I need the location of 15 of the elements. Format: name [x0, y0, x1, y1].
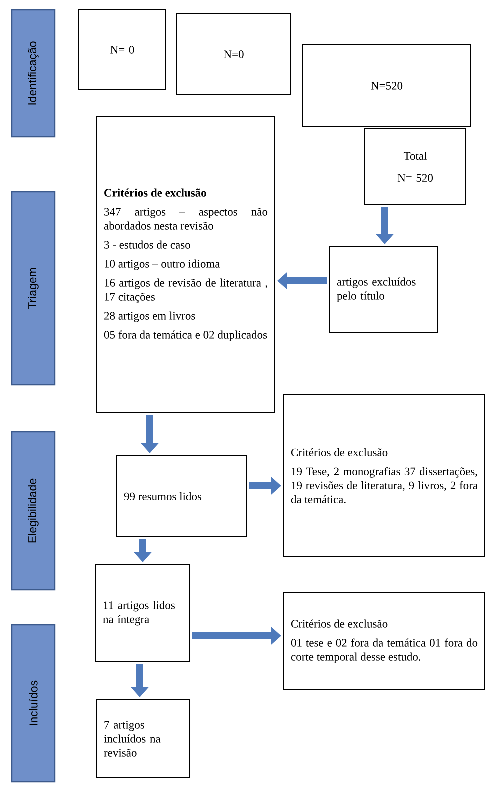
process-box: N=0 [176, 14, 292, 96]
process-box: Critérios de exclusão 19 Tese, 2 monografias 37 dissertações, 19 revisões de literatura, 9 livros, 2 fora da temática. [284, 394, 485, 558]
process-box: Critérios de exclusão 347 artigos – aspectos não abordados nesta revisão 3 - estudos de caso 10 artigos – outro idioma 16 artigos de revisão de literatura , 17 citações 28 artigos em livros 05 fora da temática e 02 duplicados [96, 116, 276, 414]
process-box: 99 resumos lidos [116, 456, 248, 538]
process-box: 11 artigos lidos na íntegra [96, 564, 190, 662]
stage-band: Incluídos [11, 624, 56, 783]
process-box: N= 0 [78, 10, 166, 90]
process-box: 7 artigos incluídos na revisão [96, 700, 190, 778]
stage-band: Elegibilidade [11, 431, 56, 591]
process-box: N=520 [302, 44, 472, 128]
process-box: Critérios de exclusão 01 tese e 02 fora da temática 01 fora do corte temporal desse estudo. [284, 592, 485, 690]
stage-band: Identificação [11, 9, 56, 138]
process-box: Total N= 520 [364, 128, 466, 206]
process-box: artigos excluídos pelo título [330, 246, 438, 334]
stage-band: Triagem [11, 191, 56, 386]
